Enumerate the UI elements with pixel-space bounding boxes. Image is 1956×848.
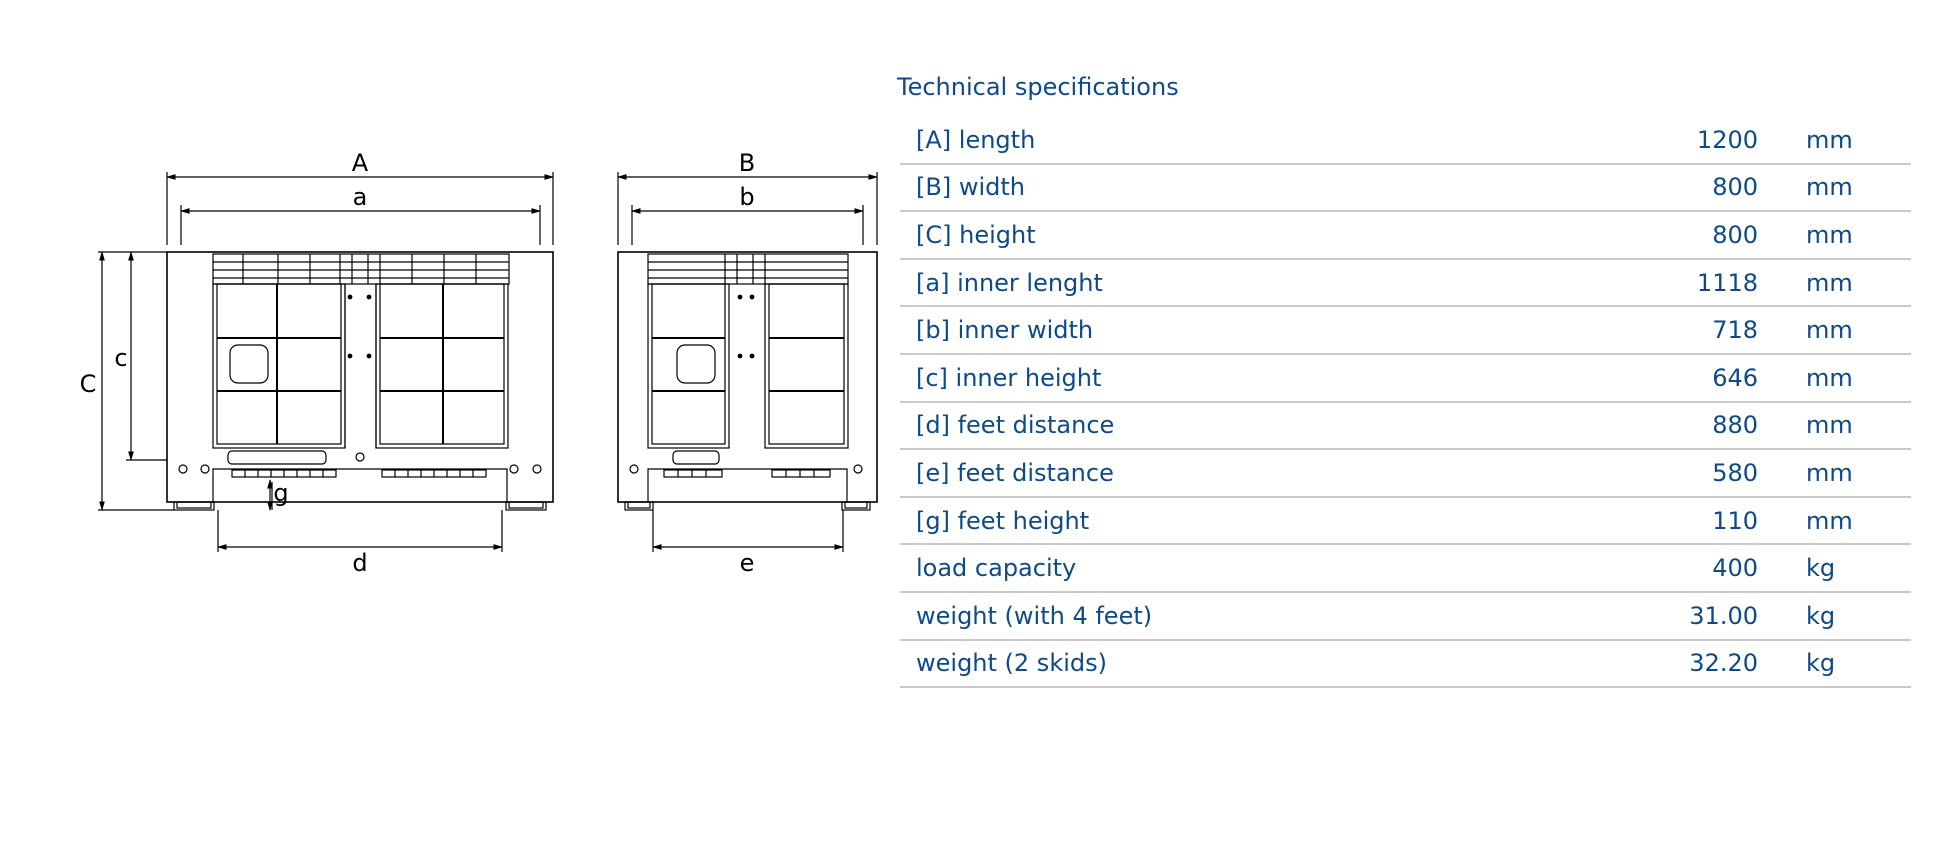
spec-unit: kg (1758, 544, 1911, 593)
side-foot-right (841, 501, 871, 511)
spec-value: 32.20 (1558, 639, 1758, 689)
label-C: C (80, 370, 97, 398)
spec-value: 31.00 (1558, 591, 1758, 641)
spec-label: [c] inner height (900, 353, 1558, 403)
spec-row-feet-distance-e: [e] feet distance 580 mm (900, 449, 1911, 498)
spec-unit: mm (1758, 449, 1911, 498)
spec-label: [a] inner lenght (900, 258, 1558, 308)
spec-unit: mm (1758, 496, 1911, 546)
spec-value: 800 (1558, 163, 1758, 213)
spec-value: 580 (1558, 449, 1758, 498)
spec-value: 800 (1558, 211, 1758, 260)
spec-unit: mm (1758, 211, 1911, 260)
side-view (617, 172, 878, 552)
spec-value: 646 (1558, 353, 1758, 403)
front-foot-left (173, 501, 215, 511)
spec-row-inner-length: [a] inner lenght 1118 mm (900, 258, 1911, 308)
spec-value: 1118 (1558, 258, 1758, 308)
front-view (98, 172, 554, 552)
front-foot-right (505, 501, 547, 511)
spec-row-feet-distance-d: [d] feet distance 880 mm (900, 401, 1911, 451)
label-d: d (352, 549, 367, 577)
spec-label: [b] inner width (900, 306, 1558, 355)
side-foot-left (624, 501, 654, 511)
spec-row-load-capacity: load capacity 400 kg (900, 544, 1911, 593)
label-e: e (740, 549, 755, 577)
front-body (166, 251, 554, 503)
label-a: a (353, 183, 368, 211)
spec-unit: kg (1758, 591, 1911, 641)
label-c: c (114, 344, 127, 372)
spec-label: [g] feet height (900, 496, 1558, 546)
spec-row-inner-height: [c] inner height 646 mm (900, 353, 1911, 403)
spec-row-weight-2-skids: weight (2 skids) 32.20 kg (900, 639, 1911, 689)
spec-label: [B] width (900, 163, 1558, 213)
spec-value: 718 (1558, 306, 1758, 355)
spec-unit: mm (1758, 117, 1911, 165)
spec-row-weight-4-feet: weight (with 4 feet) 31.00 kg (900, 591, 1911, 641)
label-b: b (739, 183, 754, 211)
spec-value: 880 (1558, 401, 1758, 451)
specs-title: Technical specifications (897, 73, 1179, 101)
specs-table: [A] length 1200 mm [B] width 800 mm [C] … (900, 117, 1911, 689)
spec-row-feet-height: [g] feet height 110 mm (900, 496, 1911, 546)
spec-row-inner-width: [b] inner width 718 mm (900, 306, 1911, 355)
spec-unit: mm (1758, 353, 1911, 403)
spec-row-length: [A] length 1200 mm (900, 117, 1911, 165)
spec-value: 1200 (1558, 117, 1758, 165)
technical-drawing: A a C c g d (80, 149, 878, 577)
spec-value: 110 (1558, 496, 1758, 546)
spec-unit: mm (1758, 401, 1911, 451)
spec-unit: mm (1758, 258, 1911, 308)
spec-unit: mm (1758, 163, 1911, 213)
label-g: g (273, 479, 288, 507)
label-A: A (352, 149, 369, 177)
spec-label: weight (with 4 feet) (900, 591, 1558, 641)
spec-row-width: [B] width 800 mm (900, 163, 1911, 213)
spec-label: [e] feet distance (900, 449, 1558, 498)
spec-unit: mm (1758, 306, 1911, 355)
label-B: B (739, 149, 755, 177)
spec-unit: kg (1758, 639, 1911, 689)
spec-label: [C] height (900, 211, 1558, 260)
spec-label: [d] feet distance (900, 401, 1558, 451)
spec-label: [A] length (900, 117, 1558, 165)
spec-label: weight (2 skids) (900, 639, 1558, 689)
spec-label: load capacity (900, 544, 1558, 593)
spec-row-height: [C] height 800 mm (900, 211, 1911, 260)
side-body (617, 251, 878, 503)
spec-value: 400 (1558, 544, 1758, 593)
